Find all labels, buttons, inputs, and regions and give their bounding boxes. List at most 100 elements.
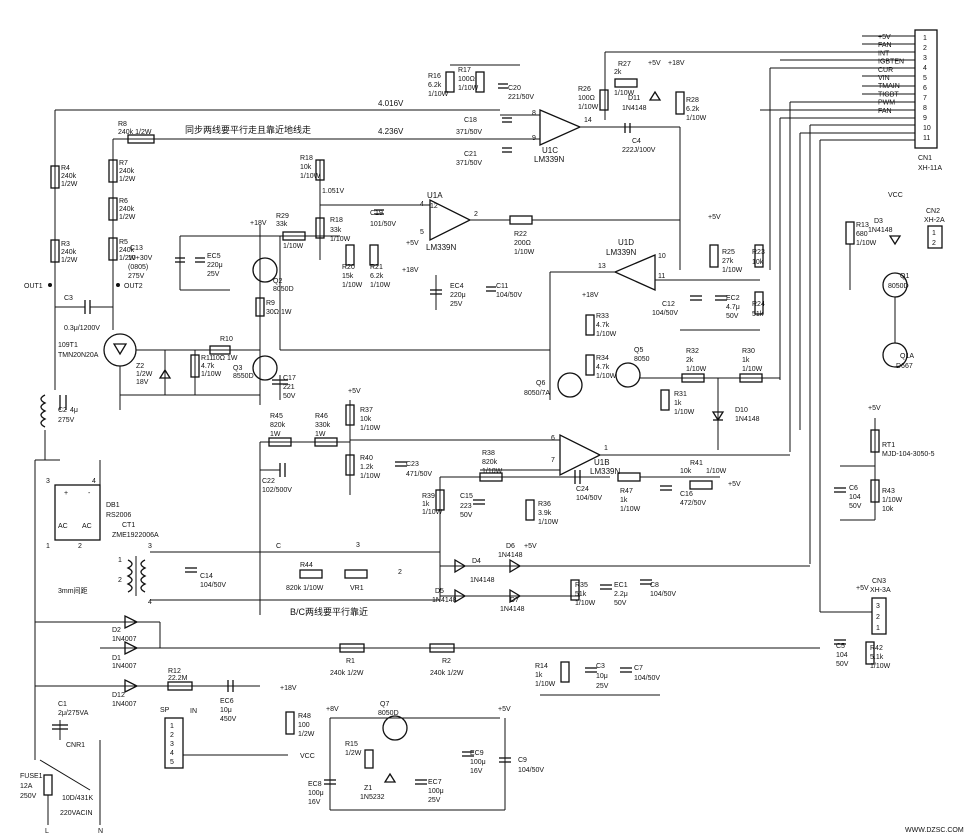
c3-ref: C3 bbox=[64, 295, 73, 302]
cn1-signal: TMAIN bbox=[878, 83, 900, 90]
cn3-part: XH-3A bbox=[870, 587, 891, 594]
c3b-ref: C3 bbox=[596, 663, 605, 670]
r16-ref: R16 bbox=[428, 73, 441, 80]
igbt-ref: 109T1 bbox=[58, 342, 78, 349]
c15-ref: C15 bbox=[460, 493, 473, 500]
ct1-val: ZME1922006A bbox=[112, 532, 159, 539]
r21-pw: 1/10W bbox=[370, 282, 391, 289]
d7-val: 1N4148 bbox=[500, 606, 525, 613]
r30-ref: R30 bbox=[742, 348, 755, 355]
r14-val: 1k bbox=[535, 672, 543, 679]
r46-pw: 1W bbox=[315, 431, 326, 438]
q2-ref: Q2 bbox=[273, 278, 282, 285]
r48-ref: R48 bbox=[298, 713, 311, 720]
r5-pw: 1/2W bbox=[119, 255, 136, 262]
sp-pin-4: 4 bbox=[170, 750, 174, 757]
db1-plus: + bbox=[64, 490, 68, 497]
ct1-pin1: 1 bbox=[118, 557, 122, 564]
c13-val: 10+30V bbox=[128, 255, 153, 262]
ec4-v: 25V bbox=[450, 301, 463, 308]
r15-val: 1/2W bbox=[345, 750, 362, 757]
cn2-part: XH-2A bbox=[924, 217, 945, 224]
c3b-val: 10μ bbox=[596, 673, 608, 680]
ec8-val: 100μ bbox=[308, 790, 324, 797]
c5-v: 50V bbox=[836, 661, 849, 668]
u1d: 10 11 13 U1D LM339N +5V R25 27k 1/10W R2… bbox=[549, 214, 765, 400]
c16-ref: C16 bbox=[680, 491, 693, 498]
r25-val: 27k bbox=[722, 258, 734, 265]
u1c-pin8: 8 bbox=[532, 110, 536, 117]
r27-val: 2k bbox=[614, 69, 622, 76]
r35-ref: R35 bbox=[575, 582, 588, 589]
r3-val: 240k bbox=[61, 249, 77, 256]
cn1-signal: TIGBT bbox=[878, 91, 899, 98]
r6-val: 240k bbox=[119, 206, 135, 213]
rt1-ref: RT1 bbox=[882, 442, 895, 449]
q6-ref: Q6 bbox=[536, 380, 545, 387]
cn1-signal: INT bbox=[878, 50, 890, 57]
q3-val: 8550D bbox=[233, 373, 254, 380]
c12-val: 104/50V bbox=[652, 310, 678, 317]
r7-ref: R7 bbox=[119, 160, 128, 167]
r20-pw: 1/10W bbox=[342, 282, 363, 289]
c1-val: 2μ/275VA bbox=[58, 710, 89, 717]
r23-ref: R23 bbox=[752, 249, 765, 256]
sense-network: D2 1N4007 D1 1N4007 R1 240k 1/2W R2 240k… bbox=[35, 614, 820, 723]
r41-pw: 1/10W bbox=[706, 468, 727, 475]
r18b-pw: 1/10W bbox=[330, 236, 351, 243]
d10-ref: D10 bbox=[735, 407, 748, 414]
cn1-signal: IGBTEN bbox=[878, 59, 904, 66]
c7-val: 104/50V bbox=[634, 675, 660, 682]
ct1-pin2: 2 bbox=[118, 577, 122, 584]
net-c: C bbox=[276, 543, 281, 550]
r48-pw: 1/2W bbox=[298, 731, 315, 738]
q2-val: 8050D bbox=[273, 286, 294, 293]
c22-val: 102/500V bbox=[262, 487, 292, 494]
r42-ref: R42 bbox=[870, 645, 883, 652]
c8-ref: C8 bbox=[650, 582, 659, 589]
d6-ref: D6 bbox=[506, 543, 515, 550]
ec9-val: 100μ bbox=[470, 759, 486, 766]
r29-val: 33k bbox=[276, 221, 288, 228]
cn1-signal: FAN bbox=[878, 42, 892, 49]
r35-val: 51k bbox=[575, 591, 587, 598]
c23-val: 471/50V bbox=[406, 471, 432, 478]
d10-val: 1N4148 bbox=[735, 416, 760, 423]
u1b-pin1: 1 bbox=[604, 445, 608, 452]
c3b-v: 25V bbox=[596, 683, 609, 690]
c5-val: 104 bbox=[836, 652, 848, 659]
c4-val: 222J/100V bbox=[622, 147, 656, 154]
d6-val: 1N4148 bbox=[498, 552, 523, 559]
r26-pw: 1/10W bbox=[578, 104, 599, 111]
c11-ref: C11 bbox=[496, 283, 508, 290]
cn1-pin-1: 1 bbox=[923, 35, 927, 42]
u1d-part: LM339N bbox=[606, 248, 636, 257]
c5-ref: C5 bbox=[836, 643, 845, 650]
r33-pw: 1/10W bbox=[596, 331, 617, 338]
cn1-pin-2: 2 bbox=[923, 45, 927, 52]
d7-ref: D7 bbox=[510, 597, 519, 604]
r36-val: 3.9k bbox=[538, 510, 552, 517]
q7-ref: Q7 bbox=[380, 701, 389, 708]
rt1-val: MJD-104-3050-5 bbox=[882, 451, 935, 458]
r28-ref: R28 bbox=[686, 97, 699, 104]
ac-input: 220VACIN bbox=[60, 810, 93, 817]
u1c-part: LM339N bbox=[534, 155, 564, 164]
r22-val: 200Ω bbox=[514, 240, 531, 247]
c21-val: 371/50V bbox=[456, 160, 482, 167]
c12-ref: C12 bbox=[662, 301, 675, 308]
fuse1-v: 250V bbox=[20, 793, 37, 800]
r2-ref: R2 bbox=[442, 658, 451, 665]
thermistor-rt1: +5V RT1 MJD-104-3050-5 R43 1/10W 10k C6 … bbox=[834, 405, 935, 521]
r16-pw: 1/10W bbox=[428, 91, 449, 98]
r23-val: 10k bbox=[752, 259, 764, 266]
rail-5v-a: +5V bbox=[648, 60, 661, 67]
rail-18v-d: +18V bbox=[582, 292, 599, 299]
c24-ref: C24 bbox=[576, 486, 589, 493]
r34-ref: R34 bbox=[596, 355, 609, 362]
cn3-5v: +5V bbox=[856, 585, 869, 592]
r14-ref: R14 bbox=[535, 663, 548, 670]
cn2-pin2: 2 bbox=[932, 240, 936, 247]
gap-note: 3mm间距 bbox=[58, 587, 88, 595]
r37-pw: 1/10W bbox=[360, 425, 381, 432]
